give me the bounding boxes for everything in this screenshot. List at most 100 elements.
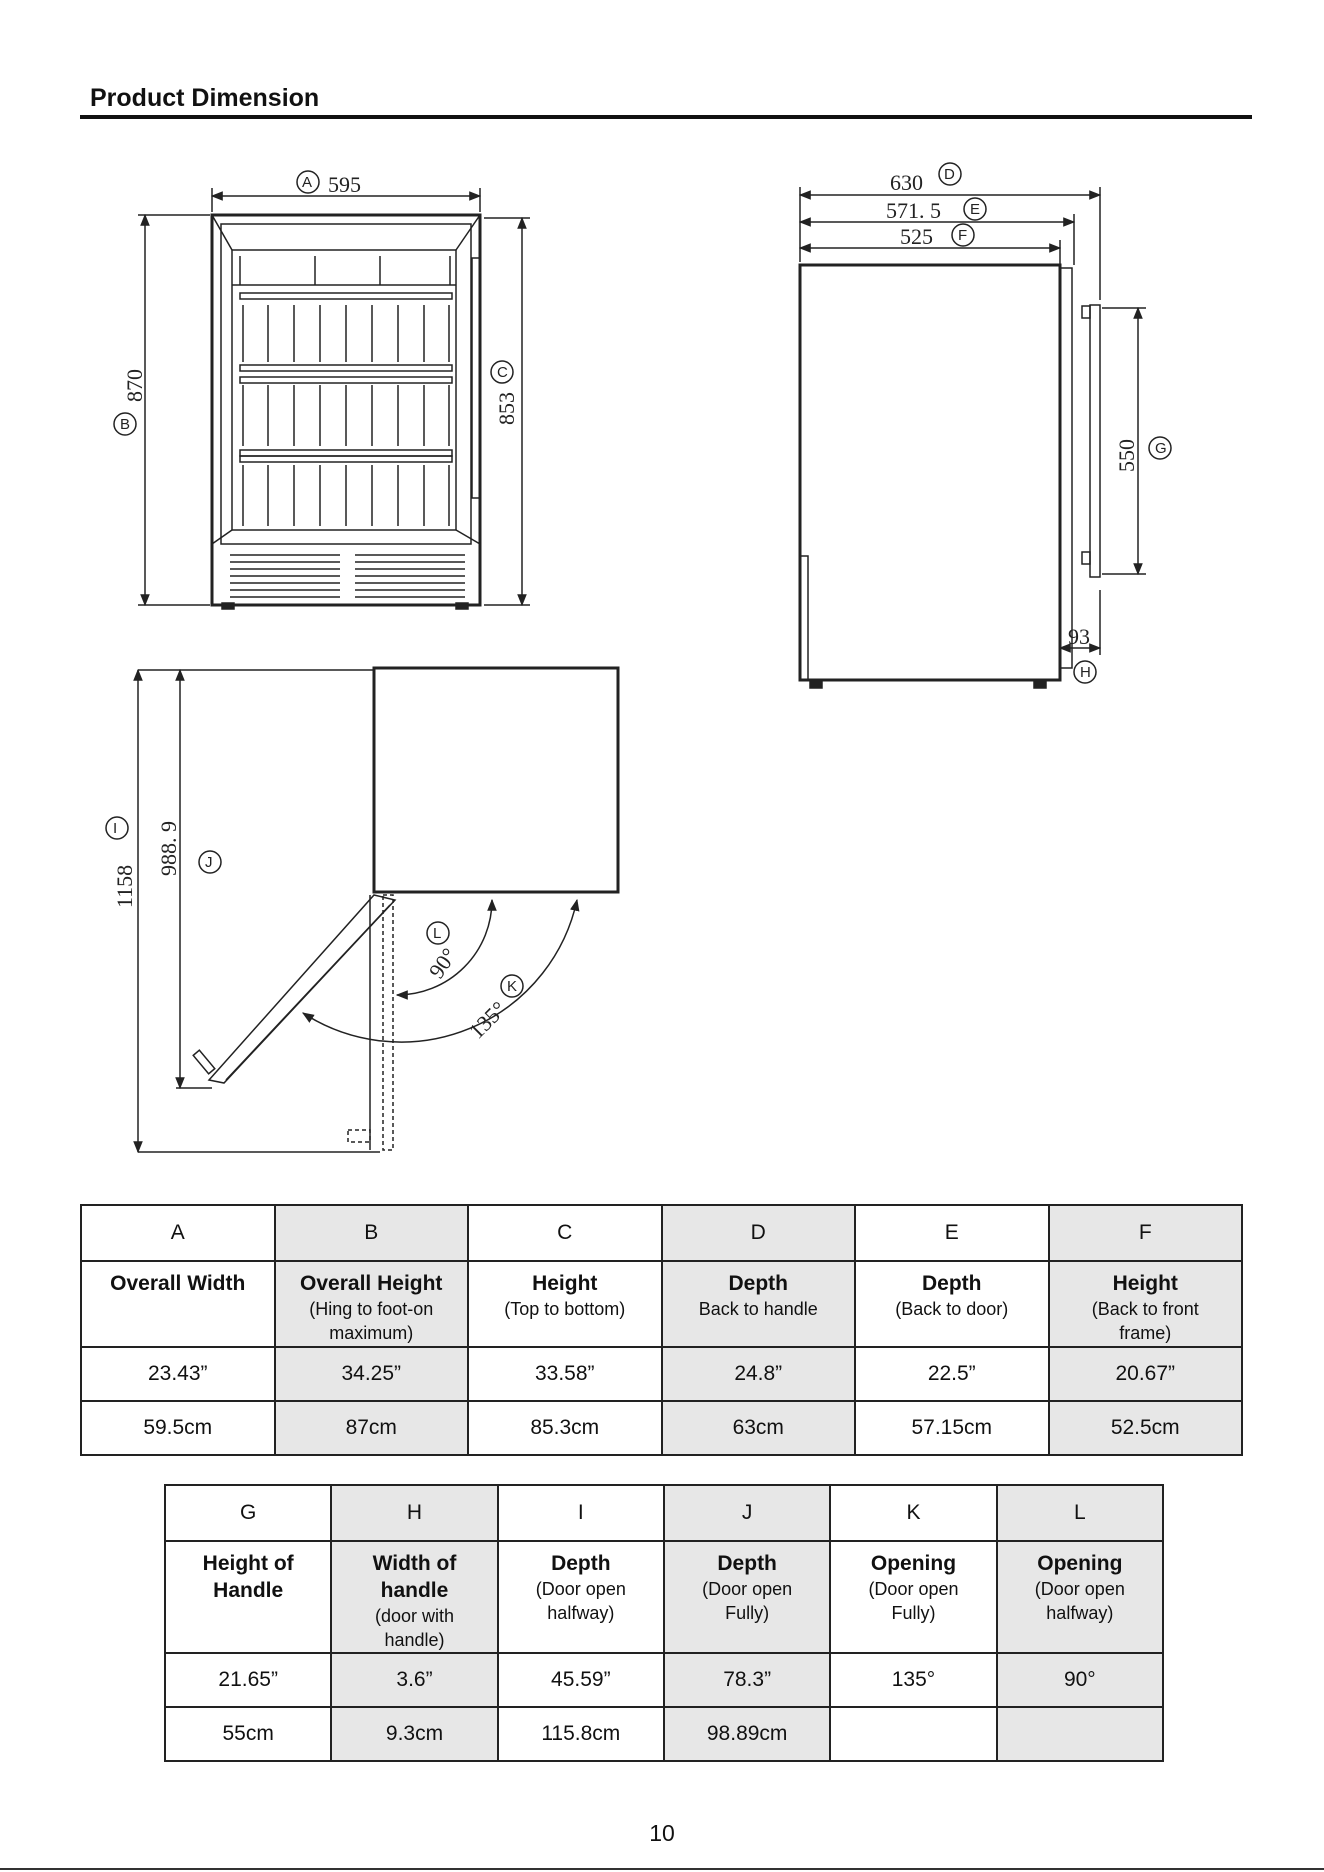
description-sub: (Back to door) [895, 1299, 1009, 1319]
dim-angle-k: 135° [464, 996, 511, 1043]
cm-value: 9.3cm [330, 1706, 499, 1762]
description-title: Opening [870, 1552, 957, 1575]
page-title: Product Dimension [90, 84, 320, 112]
letter-cell: D [660, 1204, 856, 1262]
description-title: Overall Height [300, 1272, 443, 1295]
letter-cell: F [1047, 1204, 1243, 1262]
letter-cell: E [854, 1204, 1050, 1262]
letter-b: B [120, 416, 130, 433]
dim-angle-l: 90° [424, 943, 462, 983]
description-cell: Overall Height (Hing to foot-on maximum) [273, 1260, 469, 1348]
description-title: Overall Width [110, 1272, 246, 1295]
letter-h: H [1080, 664, 1091, 681]
description-title: Depth [728, 1272, 789, 1295]
cm-value: 55cm [163, 1706, 333, 1762]
description-sub: (Hing to foot-on maximum) [309, 1299, 434, 1343]
cm-value [829, 1706, 998, 1762]
dim-depth-d: 630 [890, 170, 923, 195]
dimension-drawing: 595 A 870 B 853 C 630 D 571. 5 E 525 F 5… [105, 162, 1172, 1154]
cm-value: 63cm [660, 1400, 856, 1456]
description-sub: Back to handle [698, 1299, 818, 1319]
inch-value: 135° [829, 1652, 998, 1708]
inch-value: 34.25” [273, 1346, 469, 1402]
description-title: Depth [922, 1272, 982, 1295]
description-sub: (Top to bottom) [504, 1299, 626, 1319]
dim-width-a: 595 [328, 172, 361, 197]
letter-cell: J [662, 1484, 832, 1542]
description-title: Height [1112, 1272, 1178, 1295]
letter-a: A [302, 174, 312, 191]
description-title: Height of Handle [202, 1552, 294, 1602]
letter-cell: K [829, 1484, 998, 1542]
front-view [113, 170, 530, 610]
letter-l: L [433, 925, 441, 942]
description-cell: Opening (Door open halfway) [995, 1540, 1165, 1654]
cm-value: 57.15cm [854, 1400, 1050, 1456]
cm-value [995, 1706, 1165, 1762]
inch-value: 78.3” [662, 1652, 832, 1708]
inch-value: 20.67” [1047, 1346, 1243, 1402]
inch-value: 45.59” [496, 1652, 665, 1708]
inch-value: 23.43” [80, 1346, 276, 1402]
top-view [105, 666, 620, 1154]
description-sub: (door with handle) [374, 1606, 454, 1650]
cm-value: 59.5cm [80, 1400, 276, 1456]
description-sub: (Door open halfway) [1034, 1579, 1125, 1623]
letter-cell: H [330, 1484, 499, 1542]
description-title: Depth [717, 1552, 777, 1575]
dimension-table-2: G H I J K L Height of Handle Width of ha… [163, 1484, 1165, 1762]
side-view [798, 162, 1172, 689]
description-sub: (Door open halfway) [535, 1579, 626, 1623]
description-cell: Height (Back to front frame) [1047, 1260, 1243, 1348]
letter-cell: B [273, 1204, 469, 1262]
letter-c: C [497, 364, 508, 381]
description-cell: Opening (Door open Fully) [829, 1540, 998, 1654]
cm-value: 98.89cm [662, 1706, 832, 1762]
letter-e: E [970, 201, 980, 218]
letter-f: F [958, 227, 967, 244]
letter-i: I [113, 820, 117, 837]
description-title: Width of handle [372, 1552, 457, 1602]
dim-depth-j: 988. 9 [156, 821, 181, 876]
description-cell: Width of handle(door with handle) [330, 1540, 499, 1654]
inch-value: 22.5” [854, 1346, 1050, 1402]
inch-value: 3.6” [330, 1652, 499, 1708]
description-cell: Depth (Door open Fully) [662, 1540, 832, 1654]
inch-value: 90° [995, 1652, 1165, 1708]
cm-value: 87cm [273, 1400, 469, 1456]
cm-value: 52.5cm [1047, 1400, 1243, 1456]
letter-d: D [944, 166, 955, 183]
dim-handle-g: 550 [1114, 439, 1139, 472]
letter-g: G [1155, 440, 1167, 457]
description-title: Depth [551, 1552, 611, 1575]
description-title: Height [532, 1272, 598, 1295]
inch-value: 33.58” [467, 1346, 663, 1402]
description-cell: Height (Top to bottom) [467, 1260, 663, 1348]
letter-cell: C [467, 1204, 663, 1262]
dim-depth-i: 1158 [112, 865, 137, 908]
dim-height-f: 525 [900, 224, 933, 249]
description-title: Opening [1037, 1552, 1123, 1575]
letter-j: J [205, 854, 213, 871]
letter-cell: L [995, 1484, 1165, 1542]
dimension-table-1: A B C D E F Overall Width Overall Height… [80, 1204, 1243, 1456]
letter-cell: A [80, 1204, 276, 1262]
letter-k: K [507, 978, 517, 995]
inch-value: 24.8” [660, 1346, 856, 1402]
description-cell: Depth (Back to door) [854, 1260, 1050, 1348]
description-cell: Depth (Door open halfway) [496, 1540, 665, 1654]
cm-value: 85.3cm [467, 1400, 663, 1456]
dim-depth-e: 571. 5 [886, 198, 941, 223]
description-cell: Height of Handle [163, 1540, 333, 1654]
inch-value: 21.65” [163, 1652, 333, 1708]
description-sub: (Back to front frame) [1091, 1299, 1199, 1343]
description-sub: (Door open Fully) [702, 1579, 793, 1623]
dim-handle-h: 93 [1068, 624, 1090, 649]
description-sub: (Door open Fully) [868, 1579, 959, 1623]
dim-height-c: 853 [494, 392, 519, 425]
cm-value: 115.8cm [496, 1706, 665, 1762]
dim-height-b: 870 [122, 369, 147, 402]
letter-cell: G [163, 1484, 333, 1542]
bottom-rule [0, 1868, 1324, 1870]
